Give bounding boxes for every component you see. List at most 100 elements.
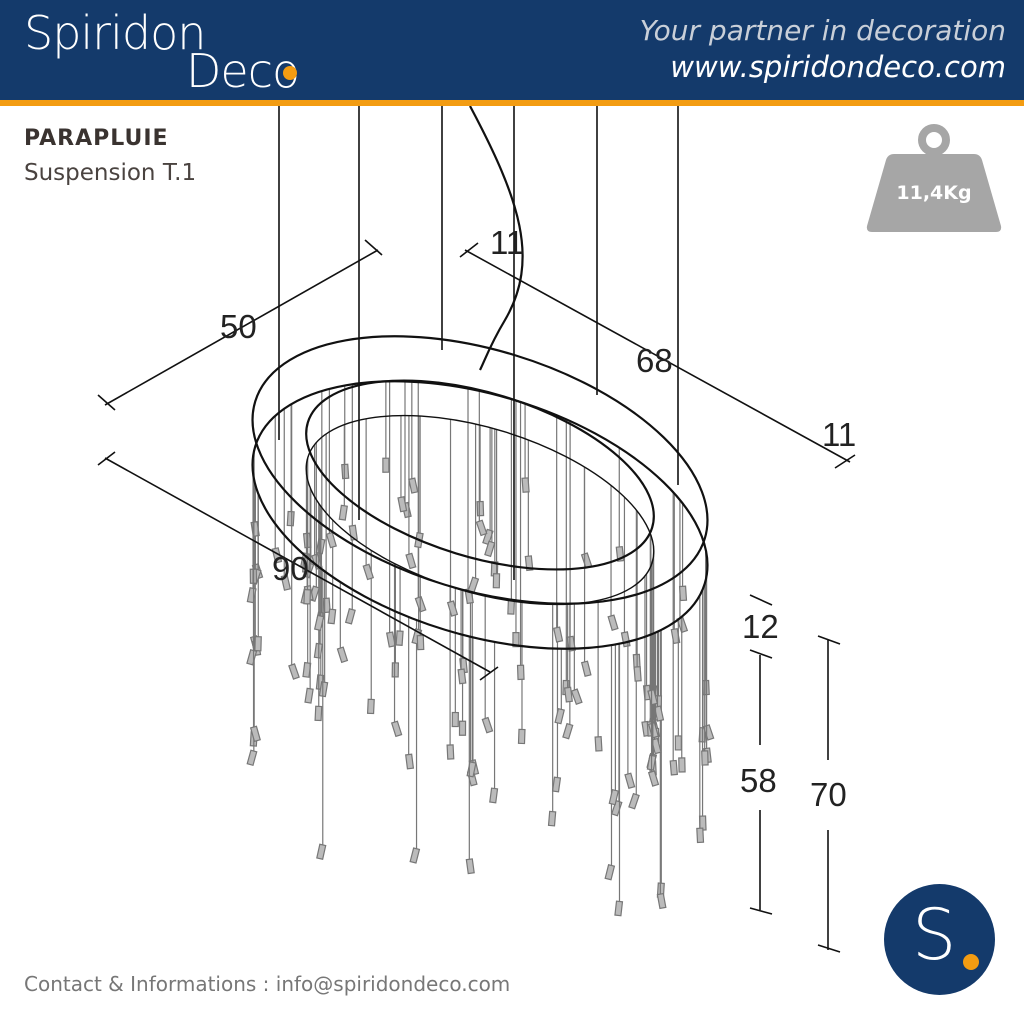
crystal-drop (405, 753, 415, 770)
dim-total-height: 70 (810, 776, 847, 813)
crystal-drop (701, 750, 709, 766)
crystal-drop (246, 649, 258, 666)
crystal-drop (288, 663, 300, 680)
logo-dot-icon (283, 66, 297, 80)
crystal-drop (669, 759, 678, 776)
crystal-drop (397, 496, 408, 513)
contact-info[interactable]: Contact & Informations : info@spiridonde… (24, 972, 511, 996)
crystal-drop (313, 614, 325, 632)
crystal-drop (395, 630, 404, 646)
product-diagram: 50 11 68 11 90 12 58 70 (97, 106, 856, 953)
crystal-drop (336, 646, 349, 664)
crystal-drop (633, 666, 642, 682)
crystal-drop (614, 900, 624, 917)
crystal-drop (492, 573, 501, 589)
crystal-drop (482, 528, 494, 546)
crystal-drop (409, 847, 421, 864)
badge-dot-icon (963, 954, 979, 970)
dim-top-offset: 11 (490, 224, 524, 261)
crystal-drop (484, 540, 496, 558)
dim-length: 90 (272, 550, 309, 587)
crystal-strands (246, 381, 715, 917)
tagline: Your partner in decoration (639, 14, 1006, 47)
crystal-drop (554, 707, 565, 725)
dim-width: 50 (220, 308, 257, 345)
dimension-lines (97, 239, 856, 953)
crystal-drop (362, 563, 375, 581)
crystal-drop (476, 500, 485, 517)
crystal-drop (512, 632, 520, 648)
crystal-drop (446, 600, 459, 617)
crystal-drop (656, 892, 667, 910)
crystal-drop (481, 716, 494, 734)
header-banner: Spiridon Deco Your partner in decoration… (0, 0, 1024, 100)
crystal-drop (674, 735, 682, 751)
crystal-drop (647, 770, 660, 787)
crystal-drop (628, 792, 640, 810)
crystal-drop (446, 744, 455, 760)
crystal-drop (604, 863, 616, 881)
crystal-drop (390, 720, 403, 738)
crystal-drop (467, 576, 480, 594)
crystal-drop (516, 664, 525, 681)
crystal-drop (280, 574, 292, 591)
logo-spiridon: Spiridon (24, 6, 206, 60)
crystal-drop (249, 725, 261, 743)
crystal-drop (507, 599, 516, 615)
crystal-drop (302, 661, 312, 678)
crystal-drop (316, 843, 327, 860)
badge-letter: S (912, 894, 957, 976)
crystal-drop (341, 463, 350, 480)
crystal-drop (465, 858, 475, 875)
crystal-drop (696, 827, 705, 844)
crystal-drop (551, 776, 562, 793)
accent-band (0, 100, 1024, 106)
crystal-drop (451, 711, 459, 728)
crystal-drop (382, 457, 390, 473)
crystal-drop (517, 728, 526, 745)
crystal-drop (246, 749, 258, 767)
crystal-drop (408, 477, 419, 494)
product-subtitle: Suspension T.1 (24, 160, 197, 186)
crystal-drop (325, 531, 337, 549)
crystal-drop (458, 720, 467, 736)
crystal-drop (570, 688, 583, 706)
dim-right-offset: 11 (822, 416, 856, 453)
crystal-drop (391, 662, 400, 678)
crystal-drop (314, 705, 323, 722)
crystal-drop (303, 589, 312, 605)
weight-value: 11,4Kg (896, 182, 972, 204)
crystal-drop (553, 626, 564, 643)
dim-length-top: 68 (636, 342, 673, 379)
crystal-drop (489, 787, 499, 804)
crystal-drop (521, 477, 530, 493)
crystal-drop (562, 722, 574, 740)
crystal-drop (327, 608, 337, 625)
logo-deco: Deco (186, 44, 300, 98)
crystal-drop (647, 689, 658, 706)
product-name: PARAPLUIE (24, 126, 169, 151)
crystal-drop (385, 631, 396, 648)
crystal-drop (620, 631, 631, 648)
crystal-drop (580, 660, 592, 677)
crystal-drop (405, 552, 417, 570)
crystal-drop (475, 519, 488, 537)
crystal-drop (286, 510, 295, 527)
crystal-drop (338, 504, 348, 521)
crystal-drop (607, 614, 619, 631)
crystal-drop (608, 788, 620, 806)
dim-ring-height: 12 (742, 608, 779, 645)
brand-badge: S (884, 884, 995, 995)
crystal-drop (594, 736, 603, 752)
dim-drop: 58 (740, 762, 777, 799)
weight-icon (866, 124, 1002, 232)
crystal-drop (524, 555, 534, 572)
crystal-drop (416, 634, 425, 651)
website-link[interactable]: www.spiridondeco.com (670, 50, 1006, 84)
crystal-drop (304, 687, 314, 704)
suspension-wires (278, 106, 679, 580)
crystal-drop (366, 698, 375, 715)
crystal-drop (564, 686, 573, 703)
crystal-drop (344, 608, 356, 625)
crystal-drop (457, 668, 467, 685)
